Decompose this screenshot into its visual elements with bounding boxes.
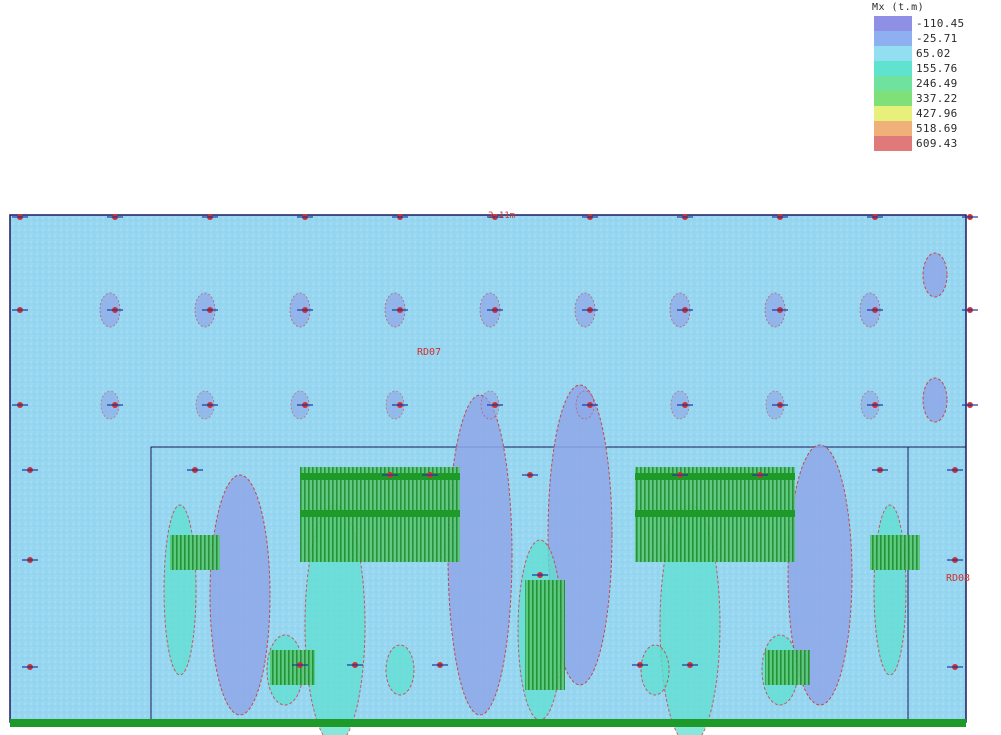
legend-swatch xyxy=(874,91,912,106)
low-moment-zone xyxy=(922,377,948,423)
legend-item: 65.02 xyxy=(872,46,992,61)
main-rebar xyxy=(635,473,795,480)
legend-item: -25.71 xyxy=(872,31,992,46)
main-rebar xyxy=(300,510,460,517)
rebar-zone xyxy=(170,535,220,570)
legend-value: -110.45 xyxy=(916,17,965,30)
rebar-zone xyxy=(765,650,810,685)
legend-swatch xyxy=(874,16,912,31)
marker-layer xyxy=(12,214,978,670)
legend-swatch xyxy=(874,76,912,91)
region-label-rd08: RD08 xyxy=(946,573,970,584)
legend-value: -25.71 xyxy=(916,32,958,45)
legend-swatch xyxy=(874,121,912,136)
slab-moment-plan: RD07 RD08 2.11m xyxy=(9,211,978,735)
legend-value: 155.76 xyxy=(916,62,958,75)
region-label-rd07: RD07 xyxy=(417,347,441,358)
bottom-rebar-strip xyxy=(10,719,966,727)
legend-value: 337.22 xyxy=(916,92,958,105)
main-rebar xyxy=(300,473,460,480)
low-moment-zone xyxy=(209,474,271,716)
rebar-layer xyxy=(170,467,920,690)
legend-swatch xyxy=(874,61,912,76)
mid-moment-zone xyxy=(385,644,415,696)
color-legend: Mx (t.m) -110.45 -25.71 65.02 155.76 246.49 3… xyxy=(872,2,992,151)
legend-value: 609.43 xyxy=(916,137,958,150)
legend-value: 65.02 xyxy=(916,47,951,60)
low-moment-zone xyxy=(922,252,948,298)
legend-swatch xyxy=(874,31,912,46)
legend-swatch xyxy=(874,136,912,151)
legend-item: 609.43 xyxy=(872,136,992,151)
legend-item: 337.22 xyxy=(872,91,992,106)
legend-item: 518.69 xyxy=(872,121,992,136)
legend-item: 246.49 xyxy=(872,76,992,91)
rebar-zone xyxy=(870,535,920,570)
legend-item: 427.96 xyxy=(872,106,992,121)
mid-moment-zone xyxy=(640,644,670,696)
legend-value: 246.49 xyxy=(916,77,958,90)
legend-item: 155.76 xyxy=(872,61,992,76)
mid-moment-zone xyxy=(873,504,907,676)
legend-item: -110.45 xyxy=(872,16,992,31)
legend-title: Mx (t.m) xyxy=(872,2,925,13)
low-moment-zone xyxy=(787,444,853,706)
mid-moment-zone xyxy=(163,504,197,676)
rebar-zone xyxy=(270,650,315,685)
top-value-label: 2.11m xyxy=(488,211,515,221)
rebar-zone xyxy=(525,580,565,690)
legend-value: 518.69 xyxy=(916,122,958,135)
legend-value: 427.96 xyxy=(916,107,958,120)
legend-swatch xyxy=(874,46,912,61)
legend-swatch xyxy=(874,106,912,121)
main-rebar xyxy=(635,510,795,517)
